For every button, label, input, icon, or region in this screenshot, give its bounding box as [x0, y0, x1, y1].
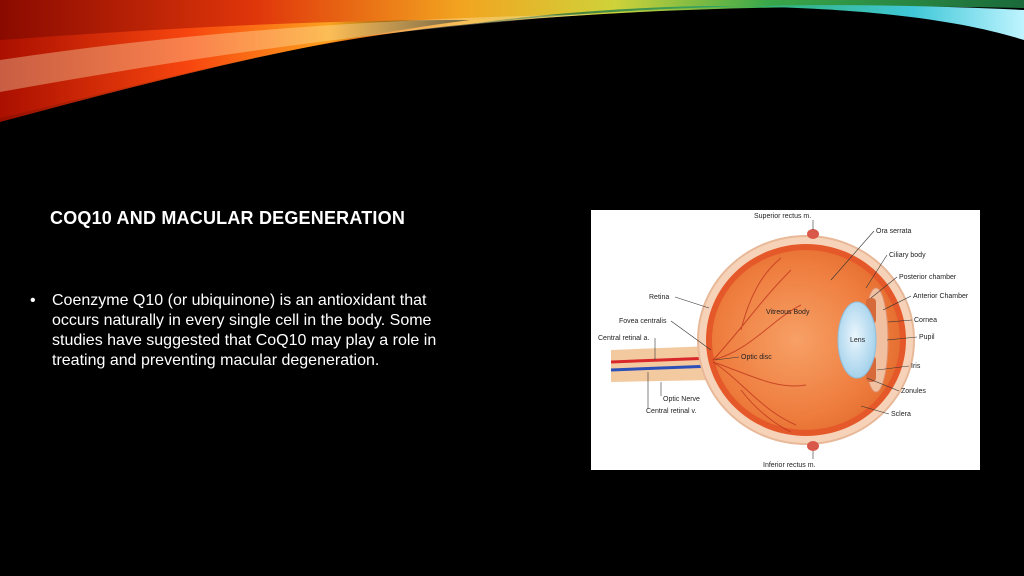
lens	[837, 301, 877, 379]
label-pupil: Pupil	[919, 334, 935, 341]
swoosh-band-red	[0, 20, 470, 122]
label-lens: Lens	[850, 337, 866, 344]
bullet-item: • Coenzyme Q10 (or ubiquinone) is an ant…	[30, 291, 470, 371]
eye-anatomy-illustration: Superior rectus m. Ora serrata Ciliary b…	[598, 213, 969, 469]
central-retinal-artery	[610, 356, 714, 364]
decorative-swoosh	[0, 0, 1024, 122]
label-zonules: Zonules	[901, 388, 926, 395]
eye-anatomy-diagram: Superior rectus m. Ora serrata Ciliary b…	[591, 210, 980, 470]
label-cornea: Cornea	[914, 317, 937, 324]
label-optic-nerve: Optic Nerve	[663, 396, 700, 403]
label-vitreous-body: Vitreous Body	[766, 309, 810, 316]
slide-title: COQ10 AND MACULAR DEGENERATION	[50, 208, 406, 228]
label-ora-serrata: Ora serrata	[876, 228, 912, 235]
inferior-rectus-muscle	[807, 441, 819, 451]
bullet-text: Coenzyme Q10 (or ubiquinone) is an antio…	[52, 292, 437, 369]
label-posterior-chamber: Posterior chamber	[899, 274, 957, 281]
optic-nerve	[611, 346, 713, 382]
label-iris: Iris	[911, 363, 921, 370]
label-central-retinal-vein: Central retinal v.	[646, 408, 697, 415]
central-retinal-vein	[610, 364, 714, 372]
swoosh-band-cool	[470, 5, 1024, 40]
label-sclera: Sclera	[891, 411, 911, 418]
swoosh-highlight	[0, 14, 600, 92]
bullet-icon: •	[30, 292, 36, 309]
label-inferior-rectus: Inferior rectus m.	[763, 462, 816, 469]
vitreous-body	[712, 250, 900, 430]
label-ciliary-body: Ciliary body	[889, 252, 926, 259]
retinal-vessels	[712, 257, 807, 433]
label-superior-rectus: Superior rectus m.	[754, 213, 811, 220]
label-fovea-centralis: Fovea centralis	[619, 318, 667, 325]
bullet-list: • Coenzyme Q10 (or ubiquinone) is an ant…	[30, 291, 470, 371]
label-optic-disc: Optic disc	[741, 354, 772, 361]
label-anterior-chamber: Anterior Chamber	[913, 293, 969, 300]
label-central-retinal-artery: Central retinal a.	[598, 335, 649, 342]
label-retina: Retina	[649, 294, 669, 301]
superior-rectus-muscle	[807, 229, 819, 239]
